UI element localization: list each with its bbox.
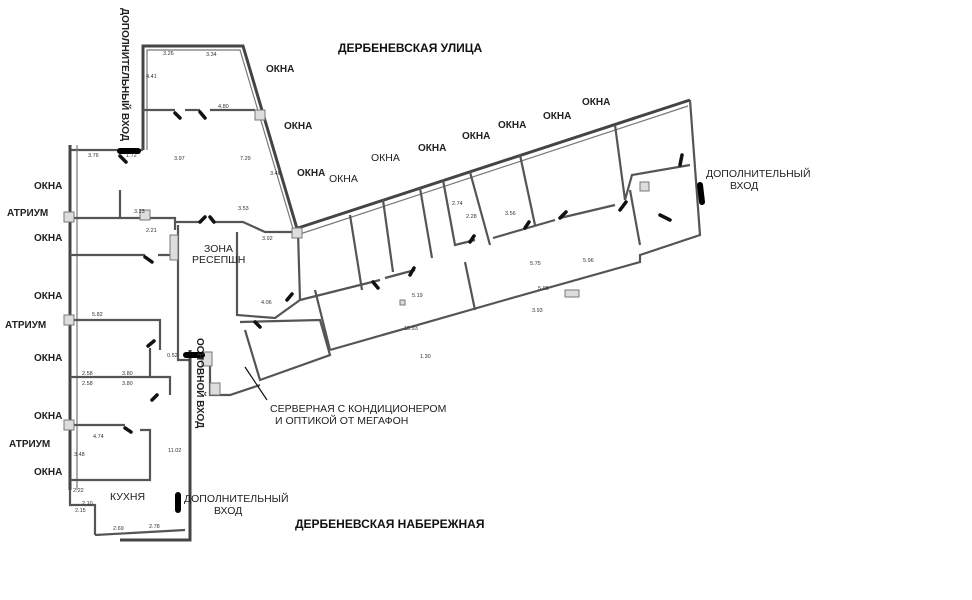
windows-label: ОКНА: [34, 467, 62, 478]
windows-label: ОКНА: [284, 121, 312, 132]
dimension: 3.76: [88, 153, 99, 159]
dimension: 2.58: [82, 371, 93, 377]
dimension: 4.06: [261, 300, 272, 306]
dimension: 3.46: [270, 171, 281, 177]
main-entrance-label: ОСНОВНОЙ ВХОД: [194, 338, 207, 428]
windows-label: ОКНА: [34, 411, 62, 422]
dimension: 11.02: [168, 448, 181, 454]
windows-label: ОКНА: [34, 181, 62, 192]
atrium-label: АТРИУМ: [9, 439, 50, 450]
entrances[interactable]: [117, 148, 705, 513]
dimension: 5.82: [92, 312, 103, 318]
dimension: 2.10: [82, 501, 93, 507]
dimension: 7.29: [240, 156, 251, 162]
doors: [118, 110, 684, 434]
windows-label: ОКНА: [34, 353, 62, 364]
dimension: 3.56: [505, 211, 516, 217]
street-bottom: ДЕРБЕНЕВСКАЯ НАБЕРЕЖНАЯ: [295, 517, 484, 531]
windows-label: ОКНА: [329, 173, 358, 185]
windows-label: ОКНА: [418, 143, 446, 154]
dimension: 2.21: [146, 228, 157, 234]
dimension: 5.98: [538, 286, 549, 292]
windows-label: ОКНА: [582, 97, 610, 108]
dimension: 2.22: [73, 488, 84, 494]
dimension: 3.23: [134, 209, 145, 215]
windows-label: ОКНА: [498, 120, 526, 131]
windows-label: ОКНА: [462, 131, 490, 142]
server-label-1: СЕРВЕРНАЯ С КОНДИЦИОНЕРОМ: [270, 403, 446, 415]
dimension: 15.93: [404, 326, 418, 332]
extra-entrance-right-2: ВХОД: [730, 180, 758, 192]
walls: [63, 44, 702, 542]
dimension: 4.41: [146, 74, 157, 80]
dimension: 1.30: [420, 354, 431, 360]
window-labels: ОКНА ОКНА ОКНА ОКНА ОКНА ОКНА ОКНА ОКНА …: [5, 64, 610, 478]
dimension: 3.92: [262, 236, 273, 242]
windows-label: ОКНА: [34, 291, 62, 302]
dimension: 3.53: [238, 206, 249, 212]
dimension: 2.69: [113, 526, 124, 532]
extra-entrance-bottom-2: ВХОД: [214, 505, 242, 517]
dimension: 5.96: [583, 258, 594, 264]
dimension: 4.74: [93, 434, 104, 440]
street-top: ДЕРБЕНЕВСКАЯ УЛИЦА: [338, 41, 482, 55]
reception-label-1: ЗОНА: [204, 243, 233, 255]
extra-entrance-right-marker[interactable]: [697, 182, 705, 205]
dimension: 1.72: [126, 153, 137, 159]
dimension: 4.80: [218, 104, 229, 110]
dimension: 3.26: [163, 51, 174, 57]
dimension: 2.58: [82, 381, 93, 387]
dimension: 2.15: [75, 508, 86, 514]
dimension: 3.97: [174, 156, 185, 162]
windows-label: ОКНА: [297, 168, 325, 179]
dimension: 2.28: [466, 214, 477, 220]
dimension: 5.19: [412, 293, 423, 299]
dimension: 3.93: [532, 308, 543, 314]
extra-entrance-bottom-1: ДОПОЛНИТЕЛЬНЫЙ: [184, 492, 289, 505]
windows-label: ОКНА: [266, 64, 294, 75]
kitchen-label: КУХНЯ: [110, 491, 145, 503]
windows-label: ОКНА: [371, 152, 400, 164]
atrium-label: АТРИУМ: [7, 208, 48, 219]
dimension: 3.80: [122, 371, 133, 377]
dimension: 3.34: [206, 52, 217, 58]
extra-entrance-top-label: ДОПОЛНИТЕЛЬНЫЙ ВХОД: [119, 8, 132, 141]
dimension: 0.52: [167, 353, 178, 359]
dimension: 3.48: [74, 452, 85, 458]
dimension: 2.74: [452, 201, 463, 207]
dimension: 3.80: [122, 381, 133, 387]
atrium-label: АТРИУМ: [5, 320, 46, 331]
dimension-labels: 3.26 3.34 4.41 4.80 3.76 1.72 3.97 7.29 …: [73, 51, 594, 532]
reception-label-2: РЕСЕПШН: [192, 254, 245, 266]
dimension: 2.78: [149, 524, 160, 530]
windows-label: ОКНА: [543, 111, 571, 122]
dimension: 5.75: [530, 261, 541, 267]
server-pointer: [244, 366, 268, 401]
extra-entrance-right-1: ДОПОЛНИТЕЛЬНЫЙ: [706, 167, 811, 180]
server-label-2: И ОПТИКОЙ ОТ МЕГАФОН: [275, 414, 408, 427]
windows-label: ОКНА: [34, 233, 62, 244]
